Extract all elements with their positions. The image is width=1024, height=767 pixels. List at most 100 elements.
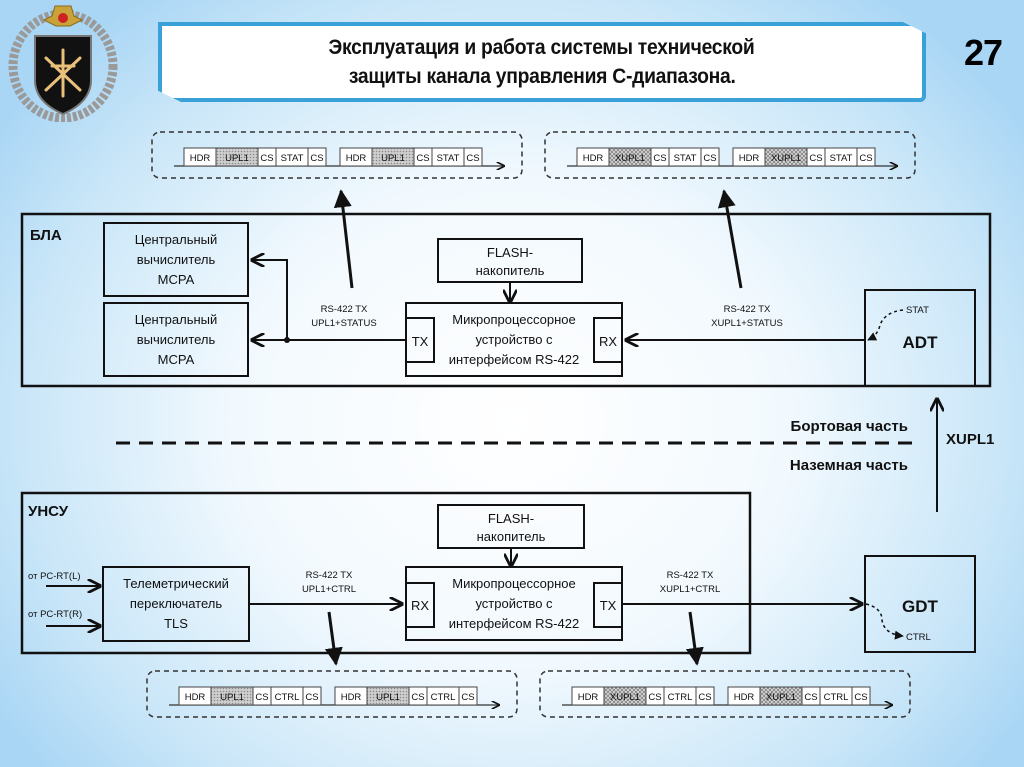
link-label: XUPL1+CTRL bbox=[660, 584, 720, 595]
rx-label: RX bbox=[411, 598, 429, 613]
frame-group-border bbox=[544, 131, 916, 179]
frame-segment-cs bbox=[307, 147, 327, 167]
frame-segment-label: UPL1 bbox=[376, 692, 400, 703]
frame-segment-label: CS bbox=[804, 692, 817, 703]
xupl1-uplink-label: XUPL1 bbox=[946, 431, 994, 448]
frame-segment-label: CS bbox=[698, 692, 711, 703]
tls-label: переключатель bbox=[130, 596, 223, 611]
rx-label: RX bbox=[599, 334, 617, 349]
mcu-label: интерфейсом RS-422 bbox=[449, 616, 579, 631]
central-computer-1-line: МСРА bbox=[158, 272, 195, 287]
frame-segment-label: XUPL1 bbox=[771, 153, 801, 164]
flash-label: накопитель bbox=[476, 263, 545, 278]
frame-segment-label: CS bbox=[260, 153, 273, 164]
frame-segment-label: CS bbox=[859, 153, 872, 164]
flash-label: FLASH- bbox=[488, 511, 534, 526]
mcu-label: устройство с bbox=[475, 596, 553, 611]
tx-to-frame-arrow bbox=[717, 189, 743, 289]
frame-segment-label: CS bbox=[648, 692, 661, 703]
frame-segment-label: XUPL1 bbox=[610, 692, 640, 703]
frame-segment-cs bbox=[302, 686, 322, 706]
ctrl-label: CTRL bbox=[906, 632, 931, 643]
frame-segment-label: HDR bbox=[583, 153, 604, 164]
frame-segment-cs bbox=[463, 147, 483, 167]
frame-segment-label: HDR bbox=[734, 692, 755, 703]
gdt-label: GDT bbox=[902, 597, 939, 616]
frame-segment-label: UPL1 bbox=[220, 692, 244, 703]
frame-group-border bbox=[539, 670, 911, 718]
title-line-1: Эксплуатация и работа системы техническо… bbox=[328, 36, 755, 59]
link-label: UPL1+CTRL bbox=[302, 584, 356, 595]
frame-segment-label: CS bbox=[310, 153, 323, 164]
frame-segment-label: UPL1 bbox=[381, 153, 405, 164]
junction-dot bbox=[284, 337, 290, 343]
link-to-frame-arrow bbox=[685, 611, 704, 666]
frame-segment-label: HDR bbox=[578, 692, 599, 703]
ground-part-label: Наземная часть bbox=[790, 457, 908, 474]
frame-segment-label: UPL1 bbox=[225, 153, 249, 164]
tx-label: TX bbox=[412, 334, 429, 349]
frame-segment-label: CS bbox=[809, 153, 822, 164]
frame-segment-cs bbox=[695, 686, 715, 706]
frame-segment-label: CS bbox=[703, 153, 716, 164]
link-label: UPL1+STATUS bbox=[311, 318, 376, 329]
frame-segment-label: HDR bbox=[341, 692, 362, 703]
frame-segment-label: CTRL bbox=[824, 692, 849, 703]
adt-block bbox=[864, 289, 976, 387]
mcu-label: Микропроцессорное bbox=[452, 576, 576, 591]
frame-segment-label: CTRL bbox=[431, 692, 456, 703]
mcu-tx-port bbox=[405, 317, 435, 363]
link-label: RS-422 TX bbox=[306, 570, 353, 581]
ground-container bbox=[20, 491, 752, 655]
frame-segment-label: XUPL1 bbox=[615, 153, 645, 164]
frame-segment-label: CS bbox=[466, 153, 479, 164]
frame-segment-label: HDR bbox=[346, 153, 367, 164]
link-to-computer-1 bbox=[252, 260, 406, 341]
link-label: RS-422 TX bbox=[667, 570, 714, 581]
tls-label: TLS bbox=[164, 616, 188, 631]
emblem-icon bbox=[8, 5, 118, 122]
frame-segment-label: CS bbox=[305, 692, 318, 703]
frame-group-border bbox=[146, 670, 518, 718]
page-number: 27 bbox=[963, 32, 1003, 73]
frame-segment-label: STAT bbox=[674, 153, 697, 164]
frame-segment-cs bbox=[851, 686, 871, 706]
tx-to-frame-arrow bbox=[333, 189, 354, 289]
link-label: RS-422 TX bbox=[321, 304, 368, 315]
mcu-label: устройство с bbox=[475, 332, 553, 347]
frame-segment-label: CS bbox=[461, 692, 474, 703]
link-label: XUPL1+STATUS bbox=[711, 318, 783, 329]
stat-dashed-arrow bbox=[867, 309, 904, 341]
frame-segment-label: HDR bbox=[185, 692, 206, 703]
central-computer-2-line: вычислитель bbox=[137, 332, 216, 347]
central-computer-2-line: Центральный bbox=[135, 312, 218, 327]
frame-segment-cs bbox=[700, 147, 720, 167]
flash-label: FLASH- bbox=[487, 245, 533, 260]
frame-segment-label: XUPL1 bbox=[766, 692, 796, 703]
central-computer-1-line: вычислитель bbox=[137, 252, 216, 267]
onboard-label: БЛА bbox=[30, 227, 62, 244]
frame-segment-label: CTRL bbox=[275, 692, 300, 703]
link-to-frame-arrow bbox=[324, 611, 343, 666]
frame-segment-label: STAT bbox=[437, 153, 460, 164]
central-computer-2 bbox=[103, 302, 249, 377]
frame-segment-label: STAT bbox=[281, 153, 304, 164]
mcu-rx-port bbox=[405, 582, 435, 628]
title-box: Эксплуатация и работа системы техническо… bbox=[158, 22, 926, 102]
central-computer-1-line: Центральный bbox=[135, 232, 218, 247]
frame-segment-label: CS bbox=[255, 692, 268, 703]
mcu-label: интерфейсом RS-422 bbox=[449, 352, 579, 367]
onboard-container bbox=[20, 212, 992, 388]
frame-segment-cs bbox=[458, 686, 478, 706]
frame-segment-label: HDR bbox=[190, 153, 211, 164]
frame-segment-label: STAT bbox=[830, 153, 853, 164]
link-label: RS-422 TX bbox=[724, 304, 771, 315]
input-label-left: от PC-RT(L) bbox=[28, 571, 81, 582]
frame-segment-label: CS bbox=[854, 692, 867, 703]
frame-segment-label: HDR bbox=[739, 153, 760, 164]
onboard-part-label: Бортовая часть bbox=[791, 418, 908, 435]
ctrl-dashed-arrow bbox=[865, 603, 904, 640]
